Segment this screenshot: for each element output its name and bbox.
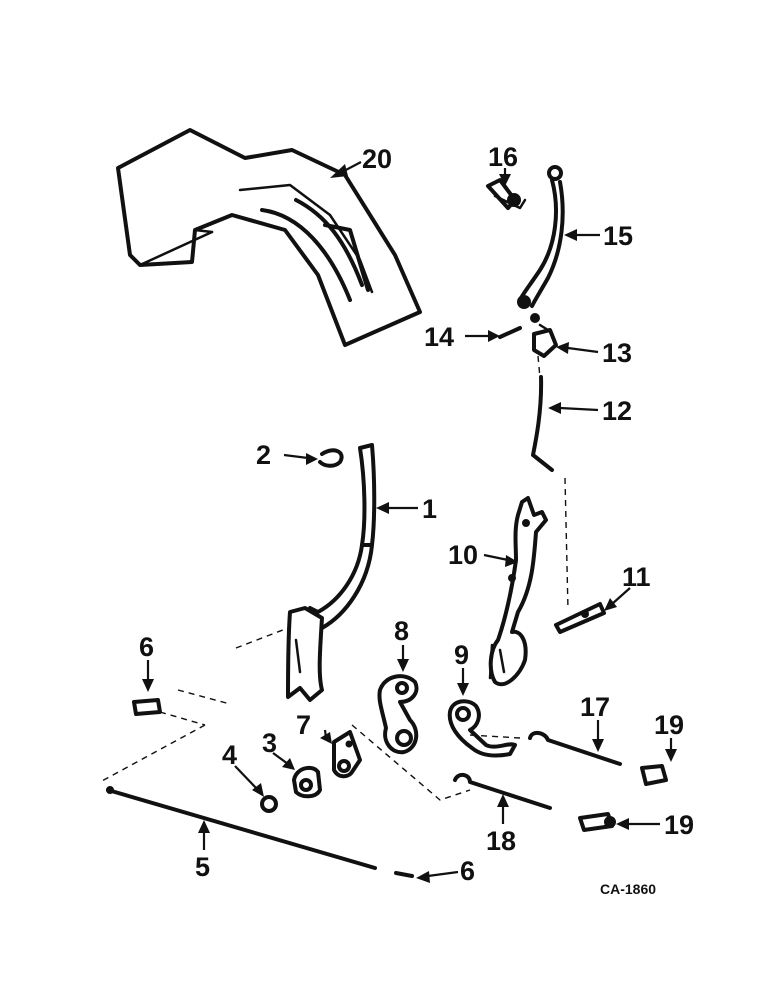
callout-2: 2 xyxy=(256,440,271,470)
part-18-rod xyxy=(453,773,552,810)
callout-14: 14 xyxy=(424,322,454,352)
callout-labels: 20 16 15 14 13 12 2 1 10 11 8 6 9 17 19 … xyxy=(139,142,694,897)
part-19-cap-upper xyxy=(640,764,668,786)
callout-18: 18 xyxy=(486,826,516,856)
callout-3: 3 xyxy=(262,728,277,758)
callout-1: 1 xyxy=(422,494,437,524)
part-14-pin xyxy=(498,326,522,339)
callout-4: 4 xyxy=(222,740,237,770)
part-1-main-lever xyxy=(286,443,377,702)
callout-15: 15 xyxy=(603,221,633,251)
callout-13: 13 xyxy=(602,338,632,368)
callout-19-upper: 19 xyxy=(654,710,684,740)
callout-17: 17 xyxy=(580,692,610,722)
part-20-shield xyxy=(116,128,422,347)
callout-6-upper: 6 xyxy=(139,632,154,662)
part-11-clip xyxy=(554,602,606,634)
callout-9: 9 xyxy=(454,640,469,670)
callout-11: 11 xyxy=(622,562,651,592)
part-7-bracket xyxy=(332,730,362,779)
part-19-cap-lower xyxy=(578,812,616,832)
leader-lines xyxy=(142,161,677,883)
alignment-lines xyxy=(99,355,569,801)
callout-7: 7 xyxy=(296,710,311,740)
part-4-ring xyxy=(260,795,278,813)
part-13-clevis xyxy=(532,323,558,358)
part-9-arm xyxy=(447,699,517,758)
drawing-code: CA-1860 xyxy=(600,881,656,897)
part-6-pin-lower xyxy=(394,871,414,878)
part-12-rod xyxy=(531,375,554,472)
callout-5: 5 xyxy=(195,852,210,882)
part-16-bolt xyxy=(486,178,527,210)
part-15-upper-lever xyxy=(517,165,565,323)
callout-20: 20 xyxy=(362,144,392,174)
callout-16: 16 xyxy=(488,142,518,172)
callout-8: 8 xyxy=(394,616,409,646)
callout-6-lower: 6 xyxy=(460,856,475,886)
part-2-clip xyxy=(318,448,344,468)
part-17-rod xyxy=(528,731,622,766)
callout-19-lower: 19 xyxy=(664,810,694,840)
part-3-bushing xyxy=(292,765,322,799)
part-6-pin-upper xyxy=(132,698,162,716)
part-10-lever xyxy=(488,496,548,687)
part-8-arm xyxy=(377,674,419,755)
part-5-rod xyxy=(106,786,377,870)
callout-12: 12 xyxy=(602,396,632,426)
callout-10: 10 xyxy=(448,540,478,570)
